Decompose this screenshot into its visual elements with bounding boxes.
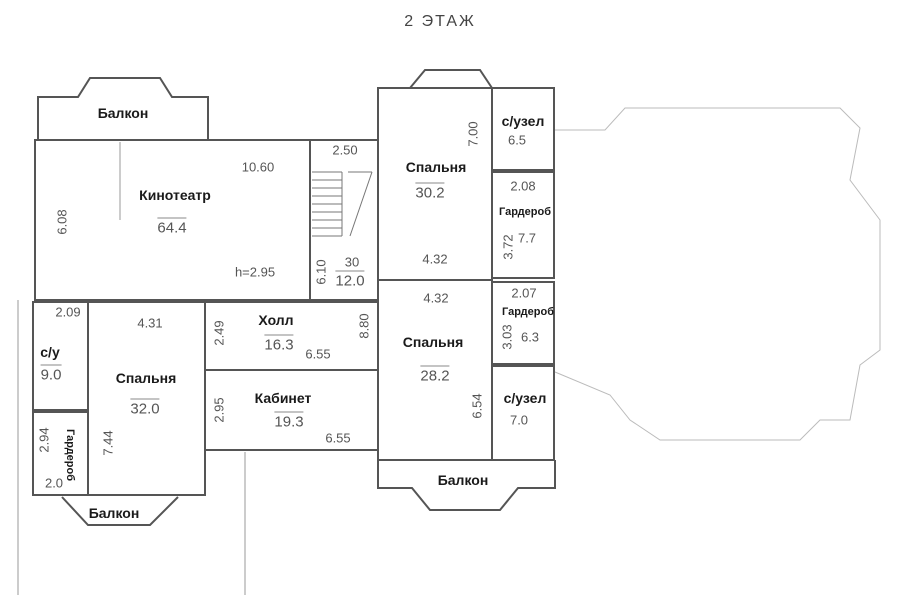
wardrobe-left-depth: 2.94: [36, 427, 52, 453]
bedroom-mid-area: 28.2: [420, 365, 450, 385]
bedroom-left-width: 4.31: [137, 315, 163, 331]
site-lines: [17, 142, 246, 595]
office-label: Кабинет: [254, 390, 312, 406]
balcony-bottom-outline: [377, 460, 556, 511]
staircase: [312, 171, 373, 237]
wc-left-area: 9.0: [40, 364, 62, 384]
wardrobe-left-width: 2.0: [44, 475, 64, 491]
wardrobe-mid-depth: 3.03: [499, 324, 515, 350]
stairs-area: 12.0: [335, 270, 365, 290]
cinema-height: h=2.95: [234, 264, 276, 280]
wc-top-area: 6.5: [507, 132, 527, 148]
wc-top-walls: [491, 87, 555, 171]
bedroom-top-width: 4.32: [422, 251, 448, 267]
office-width: 6.55: [325, 430, 351, 446]
stairs-depth: 6.10: [313, 259, 329, 285]
bedroom-mid-label: Спальня: [402, 334, 464, 350]
bedroom-top-label: Спальня: [405, 159, 467, 175]
bedroom-mid-width: 4.32: [423, 290, 449, 306]
wardrobe-mid-width: 2.07: [511, 285, 537, 301]
cinema-depth: 6.08: [54, 209, 70, 235]
hall-depth-2: 8.80: [356, 313, 372, 339]
wardrobe-top-area: 7.7: [517, 230, 537, 246]
stairs-width: 2.50: [332, 142, 358, 158]
balcony-bottom-label: Балкон: [437, 472, 489, 488]
wardrobe-top-width: 2.08: [510, 178, 536, 194]
bedroom-left-area: 32.0: [130, 398, 160, 418]
balcony-top-outline: [37, 77, 209, 140]
bedroom-left-depth: 7.44: [100, 430, 116, 456]
bedroom-top-depth: 7.00: [465, 121, 481, 147]
hall-depth: 2.49: [211, 320, 227, 346]
wardrobe-mid-label: Гардероб: [502, 306, 554, 318]
hall-area: 16.3: [264, 334, 294, 354]
wardrobe-top-depth: 3.72: [500, 234, 516, 260]
cinema-area: 64.4: [157, 217, 187, 237]
top-bay-outline: [409, 69, 493, 89]
cinema-label: Кинотеатр: [139, 187, 211, 203]
wardrobe-left-label: Гардероб: [64, 429, 76, 481]
balcony-top-label: Балкон: [97, 105, 149, 121]
hall-width: 6.55: [305, 346, 331, 362]
wardrobe-mid-area: 6.3: [520, 329, 540, 345]
wardrobe-top-label: Гардероб: [499, 206, 551, 218]
bedroom-left-label: Спальня: [115, 370, 177, 386]
floor-title: 2 ЭТАЖ: [404, 13, 476, 30]
wc-bottom-walls: [491, 365, 555, 461]
cinema-width: 10.60: [241, 159, 275, 175]
wc-bottom-label: с/узел: [503, 390, 547, 406]
hall-label: Холл: [258, 312, 294, 328]
balcony-left-outline: [61, 496, 179, 526]
adjacent-building-outline: [554, 107, 881, 441]
stairs-number: 30: [344, 254, 360, 270]
bedroom-top-area: 30.2: [415, 182, 445, 202]
balcony-left-label: Балкон: [88, 505, 140, 521]
office-area: 19.3: [274, 411, 304, 431]
wc-left-label: с/у: [40, 344, 60, 360]
wardrobe-top-walls: [491, 171, 555, 279]
wc-left-width: 2.09: [55, 304, 81, 320]
office-walls: [204, 369, 379, 451]
wc-top-label: с/узел: [501, 113, 545, 129]
wc-bottom-area: 7.0: [509, 412, 529, 428]
bedroom-mid-depth: 6.54: [469, 393, 485, 419]
office-depth: 2.95: [211, 397, 227, 423]
wardrobe-mid-walls: [491, 281, 555, 365]
